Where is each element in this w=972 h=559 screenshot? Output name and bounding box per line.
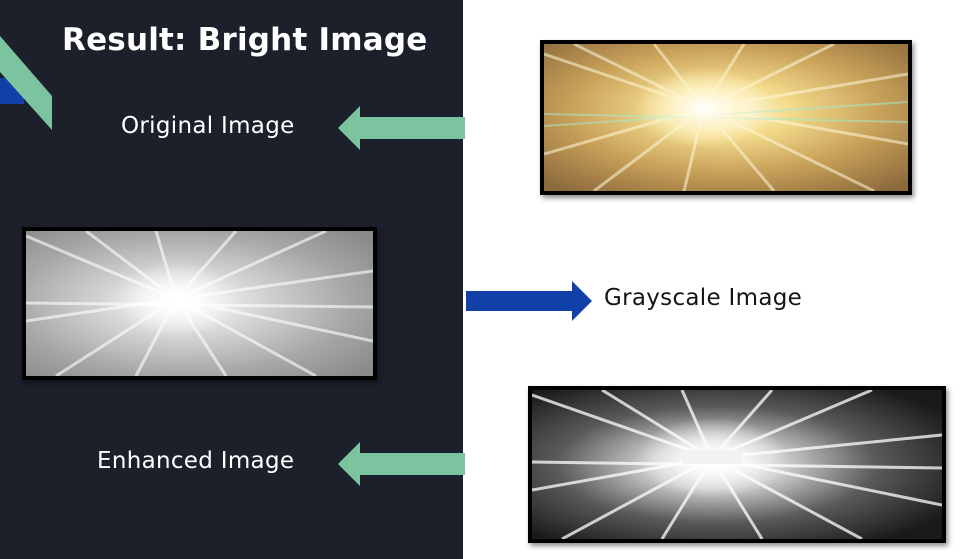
right-arrow-icon <box>466 281 592 321</box>
left-arrow-icon <box>338 106 465 150</box>
slide-title: Result: Bright Image <box>62 22 428 58</box>
original-image-label: Original Image <box>121 113 295 139</box>
enhanced-image <box>528 386 946 543</box>
grayscale-image <box>22 227 377 380</box>
corner-accent-shape <box>0 36 52 130</box>
left-arrow-icon <box>338 442 465 486</box>
grayscale-image-label: Grayscale Image <box>604 285 803 311</box>
original-image <box>540 40 912 195</box>
enhanced-image-label: Enhanced Image <box>97 448 295 474</box>
